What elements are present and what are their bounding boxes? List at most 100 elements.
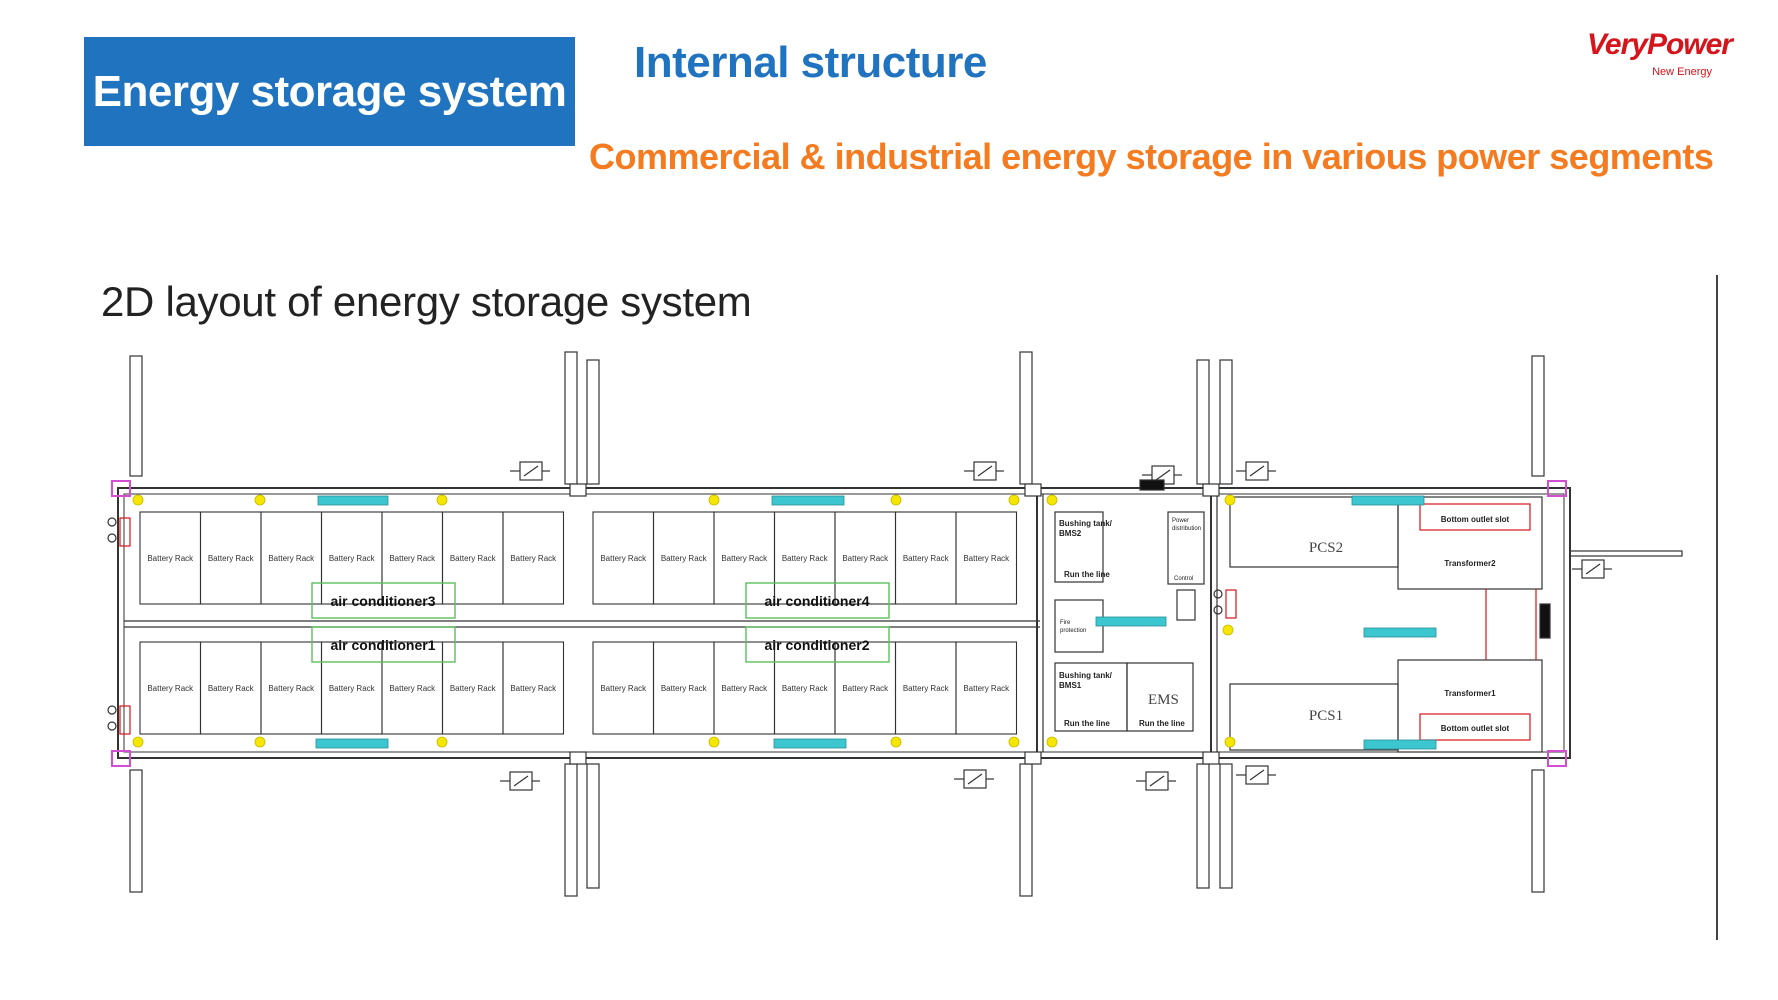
door-icon: [1213, 589, 1237, 619]
sensor-marker: [1222, 624, 1234, 636]
sensor-marker: [254, 494, 266, 506]
breaker-icon: [954, 769, 994, 789]
sensor-marker: [1224, 736, 1236, 748]
sensor-marker: [436, 736, 448, 748]
bushing-tank-bms1-line1: Bushing tank/: [1059, 671, 1113, 680]
bushing-tank-bms1-line2: BMS1: [1059, 681, 1082, 690]
sensor-marker: [708, 736, 720, 748]
battery-rack-label: Battery Rack: [963, 684, 1010, 693]
transformer1-label: Transformer1: [1444, 689, 1496, 698]
battery-rack-label: Battery Rack: [147, 684, 194, 693]
fire-protection-line2: protection: [1060, 628, 1086, 634]
battery-rack-label: Battery Rack: [389, 684, 436, 693]
battery-rack-label: Battery Rack: [510, 554, 557, 563]
air-conditioner-box: [311, 626, 456, 663]
door-icon: [107, 517, 131, 547]
logo-wordmark: VeryPower: [1587, 28, 1733, 61]
fire-protection-line1: Fire: [1060, 620, 1071, 626]
sensor-marker: [1224, 494, 1236, 506]
battery-rack: [502, 511, 565, 605]
cyan-tray: [315, 738, 389, 749]
power-distribution-line1: Power: [1172, 518, 1189, 524]
run-the-line-bms2: Run the line: [1064, 570, 1110, 579]
battery-rack-label: Battery Rack: [903, 554, 950, 563]
battery-rack: [502, 641, 565, 735]
bottom-outlet-slot-bottom: Bottom outlet slot: [1441, 724, 1510, 733]
logo-tagline: New Energy: [1652, 66, 1712, 78]
cyan-tray: [773, 738, 847, 749]
breaker-icon: [1572, 559, 1612, 579]
door-icon: [107, 705, 131, 735]
sensor-marker: [1046, 736, 1058, 748]
battery-rack-label: Battery Rack: [208, 554, 255, 563]
sensor-marker: [890, 494, 902, 506]
breaker-icon: [1136, 771, 1176, 791]
battery-rack-label: Battery Rack: [661, 684, 708, 693]
battery-rack-label: Battery Rack: [782, 554, 829, 563]
air-conditioner-label: air conditioner3: [330, 593, 435, 609]
cyan-tray: [1095, 616, 1167, 627]
battery-rack-label: Battery Rack: [268, 684, 315, 693]
air-conditioner-label: air conditioner1: [330, 637, 435, 653]
sensor-markers: [132, 494, 1236, 748]
battery-rack-label: Battery Rack: [903, 684, 950, 693]
breaker-icon: [510, 461, 550, 481]
battery-rack-label: Battery Rack: [329, 554, 376, 563]
battery-rack-label: Battery Rack: [600, 554, 647, 563]
power-distribution-line2: distribution: [1172, 526, 1201, 532]
battery-rack-label: Battery Rack: [600, 684, 647, 693]
pcs1-label: PCS1: [1309, 708, 1343, 724]
battery-rack-label: Battery Rack: [147, 554, 194, 563]
battery-rack-label: Battery Rack: [721, 684, 768, 693]
pcs2-label: PCS2: [1309, 540, 1343, 556]
sensor-marker: [1008, 736, 1020, 748]
cyan-tray: [771, 495, 845, 506]
air-conditioner-box: [311, 582, 456, 619]
transformer2-label: Transformer2: [1444, 559, 1496, 568]
battery-rack: [955, 641, 1018, 735]
battery-rack-label: Battery Rack: [450, 554, 497, 563]
battery-rack-label: Battery Rack: [661, 554, 708, 563]
battery-rack-label: Battery Rack: [450, 684, 497, 693]
air-conditioner-label: air conditioner2: [764, 637, 869, 653]
vertical-divider: [1716, 275, 1718, 940]
breaker-symbols: [107, 461, 1612, 791]
cyan-tray: [1351, 495, 1425, 506]
sensor-marker: [436, 494, 448, 506]
battery-rack: [955, 511, 1018, 605]
page-subtitle: Commercial & industrial energy storage i…: [589, 136, 1714, 177]
run-the-line-ems: Run the line: [1139, 719, 1185, 728]
cyan-tray: [1363, 739, 1437, 750]
breaker-icon: [1236, 765, 1276, 785]
battery-rack-label: Battery Rack: [842, 684, 889, 693]
battery-rack-label: Battery Rack: [329, 684, 376, 693]
sensor-marker: [132, 736, 144, 748]
section-badge: Energy storage system: [84, 37, 575, 146]
air-conditioner-box: [745, 582, 890, 619]
battery-rack-label: Battery Rack: [510, 684, 557, 693]
bottom-outlet-slot-top: Bottom outlet slot: [1441, 515, 1510, 524]
sensor-marker: [708, 494, 720, 506]
sensor-marker: [1008, 494, 1020, 506]
bushing-tank-bms2-line2: BMS2: [1059, 529, 1082, 538]
sensor-marker: [132, 494, 144, 506]
page-title: Internal structure: [634, 38, 987, 87]
cyan-tray: [317, 495, 389, 506]
cyan-tray: [1363, 627, 1437, 638]
equipment-icon: [1539, 603, 1551, 639]
control-label: Control: [1174, 576, 1193, 582]
ems-label: EMS: [1148, 692, 1179, 708]
equipment-labels: Bushing tank/ BMS2 Run the line Power di…: [1059, 515, 1510, 733]
diagram-heading: 2D layout of energy storage system: [101, 278, 752, 325]
battery-rack-label: Battery Rack: [721, 554, 768, 563]
sensor-marker: [890, 736, 902, 748]
battery-rack-label: Battery Rack: [208, 684, 255, 693]
sensor-marker: [254, 736, 266, 748]
breaker-icon: [1236, 461, 1276, 481]
air-conditioner-box: [745, 626, 890, 663]
sensor-marker: [1046, 494, 1058, 506]
cyan-bars: [315, 495, 1437, 750]
